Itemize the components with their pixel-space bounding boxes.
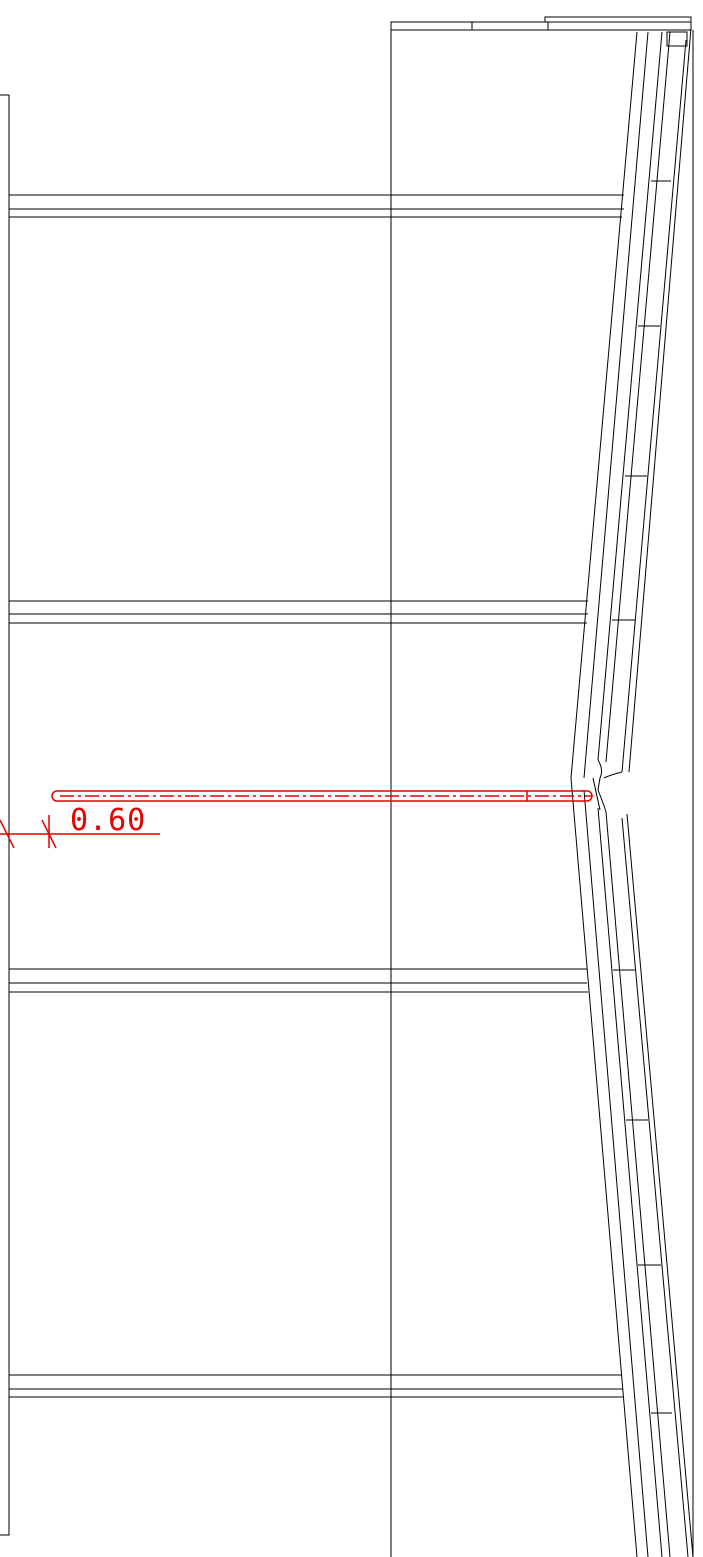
beam-4 [9,1374,624,1398]
sloped-wall-upper [570,27,692,779]
knee-joint [592,759,623,813]
beam-1 [9,194,624,218]
top-cap [390,16,692,31]
beam-2 [9,600,588,624]
left-frame [0,94,10,1536]
beam-3 [9,968,588,993]
dimension-marker [0,815,160,849]
dimension-label: 0.60 [70,803,146,838]
sloped-wall-lower [570,777,694,1557]
red-annotation [0,790,593,849]
stud-ties [612,180,672,1414]
pipe-member [51,790,593,802]
structure-lines [0,16,694,1557]
